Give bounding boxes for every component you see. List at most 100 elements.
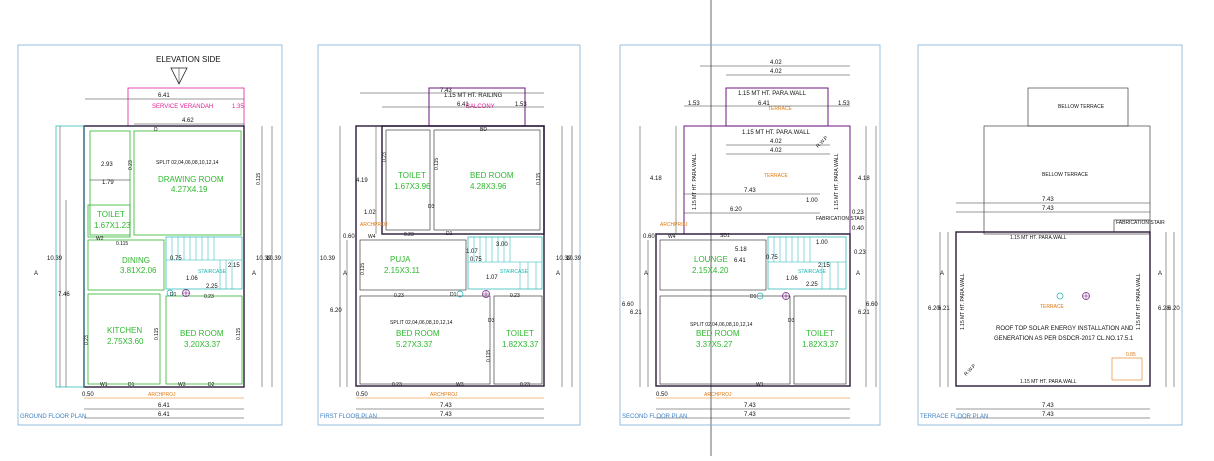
- svg-text:0.75: 0.75: [470, 257, 482, 263]
- svg-text:7.43: 7.43: [1042, 403, 1054, 409]
- svg-text:1.06: 1.06: [786, 276, 798, 282]
- svg-text:0.23: 0.23: [394, 293, 404, 299]
- svg-text:1.15 MT HT. PARA.WALL: 1.15 MT HT. PARA.WALL: [1136, 273, 1142, 330]
- svg-text:TERRACE: TERRACE: [1040, 304, 1065, 310]
- elevation-side-label: ELEVATION SIDE: [156, 55, 221, 64]
- svg-text:5.27X3.37: 5.27X3.37: [396, 340, 433, 349]
- svg-text:3.20X3.37: 3.20X3.37: [184, 340, 221, 349]
- terrace-outer-wall: [955, 231, 1151, 387]
- svg-text:7.43: 7.43: [440, 403, 452, 409]
- terrace-floor-title: TERRACE FLOOR PLAN: [920, 414, 988, 420]
- svg-text:10.39: 10.39: [47, 256, 63, 262]
- svg-text:2.75X3.60: 2.75X3.60: [107, 337, 144, 346]
- svg-text:1.15 MT HT. PARA.WALL: 1.15 MT HT. PARA.WALL: [1020, 379, 1077, 385]
- svg-text:1.35: 1.35: [232, 104, 244, 110]
- svg-text:7.43: 7.43: [440, 88, 452, 94]
- terrace-floor-panel[interactable]: BELLOW TERRACE BELLOW TERRACE 7.43 7.43 …: [917, 44, 1183, 426]
- svg-text:1.82X3.37: 1.82X3.37: [502, 340, 539, 349]
- verandah-label: SERVICE VERANDAH: [152, 104, 213, 110]
- svg-text:6.21: 6.21: [858, 310, 870, 316]
- svg-text:7.43: 7.43: [1042, 412, 1054, 418]
- svg-text:LOUNGE: LOUNGE: [694, 255, 728, 264]
- first-floor-panel[interactable]: BALCONY 1.15 MT HT. RAILING 6.41 1.53 7.…: [317, 44, 582, 426]
- svg-text:D1: D1: [128, 382, 135, 388]
- svg-text:SPLIT 02,04,06,08,10,12,14: SPLIT 02,04,06,08,10,12,14: [690, 322, 753, 328]
- svg-text:ARCHPROJ: ARCHPROJ: [704, 392, 732, 398]
- svg-text:D3: D3: [488, 318, 495, 324]
- svg-text:0.23: 0.23: [510, 293, 520, 299]
- svg-text:1.15 MT HT. RAILING: 1.15 MT HT. RAILING: [444, 93, 503, 99]
- svg-text:BED ROOM: BED ROOM: [180, 329, 224, 338]
- svg-text:0.115: 0.115: [434, 158, 440, 170]
- svg-text:2.25: 2.25: [206, 284, 218, 290]
- svg-text:1.15 MT HT. PARA.WALL: 1.15 MT HT. PARA.WALL: [738, 91, 807, 97]
- svg-text:6.28: 6.28: [1158, 306, 1170, 312]
- svg-text:1.00: 1.00: [816, 240, 828, 246]
- svg-text:STAIRCASE: STAIRCASE: [500, 269, 529, 275]
- svg-text:D1: D1: [446, 231, 453, 237]
- svg-text:BED ROOM: BED ROOM: [470, 171, 514, 180]
- terrace-frame: [917, 44, 1183, 426]
- svg-text:1.15 MT HT. PARA.WALL: 1.15 MT HT. PARA.WALL: [692, 153, 698, 210]
- svg-text:D1: D1: [170, 292, 177, 298]
- svg-text:1.53: 1.53: [688, 101, 700, 107]
- ground-floor-panel[interactable]: ELEVATION SIDE SERVICE VERANDAH 1.35 6.4…: [17, 44, 283, 426]
- svg-text:W4: W4: [668, 234, 676, 240]
- svg-text:A: A: [940, 271, 944, 277]
- svg-text:10.39: 10.39: [266, 256, 282, 262]
- svg-text:0.23: 0.23: [404, 232, 414, 238]
- svg-text:0.60: 0.60: [343, 234, 355, 240]
- svg-text:7.46: 7.46: [58, 292, 70, 298]
- svg-text:6.60: 6.60: [866, 302, 878, 308]
- svg-text:BELLOW TERRACE: BELLOW TERRACE: [1042, 172, 1089, 178]
- svg-text:0.23: 0.23: [204, 294, 214, 300]
- svg-text:D3: D3: [788, 318, 795, 324]
- svg-text:0.115: 0.115: [360, 263, 366, 275]
- svg-text:FABRICATION STAIR: FABRICATION STAIR: [1116, 220, 1165, 226]
- svg-text:0.23: 0.23: [128, 160, 134, 170]
- svg-text:0.75: 0.75: [766, 255, 778, 261]
- svg-text:4.27X4.19: 4.27X4.19: [171, 185, 208, 194]
- svg-text:1.06: 1.06: [186, 276, 198, 282]
- second-frame: [619, 44, 881, 426]
- second-outer-wall: [655, 233, 851, 387]
- svg-text:ARCHPROJ: ARCHPROJ: [148, 392, 176, 398]
- svg-text:0.50: 0.50: [356, 392, 368, 398]
- svg-text:TOILET: TOILET: [97, 210, 125, 219]
- svg-text:0.50: 0.50: [656, 392, 668, 398]
- svg-text:D3: D3: [428, 204, 435, 210]
- svg-text:TOILET: TOILET: [806, 329, 834, 338]
- svg-text:7.43: 7.43: [440, 412, 452, 418]
- first-floor-title: FIRST FLOOR PLAN: [320, 414, 377, 420]
- svg-text:6.41: 6.41: [734, 258, 746, 264]
- svg-text:BELLOW TERRACE: BELLOW TERRACE: [1058, 104, 1105, 110]
- svg-text:1.07: 1.07: [466, 249, 478, 255]
- svg-text:0.115: 0.115: [116, 241, 128, 247]
- svg-text:W2: W2: [96, 236, 104, 242]
- svg-text:A: A: [644, 271, 648, 277]
- svg-text:1.67X1.23: 1.67X1.23: [94, 221, 131, 230]
- svg-text:STAIRCASE: STAIRCASE: [198, 269, 227, 275]
- svg-text:6.41: 6.41: [158, 403, 170, 409]
- svg-text:4.18: 4.18: [858, 176, 870, 182]
- svg-text:1.02: 1.02: [364, 210, 376, 216]
- svg-text:4.02: 4.02: [770, 148, 782, 154]
- svg-text:4.62: 4.62: [182, 118, 194, 124]
- svg-text:10.39: 10.39: [256, 256, 272, 262]
- svg-text:SPLIT 02,04,06,08,10,12,14: SPLIT 02,04,06,08,10,12,14: [156, 160, 219, 166]
- svg-text:0.50: 0.50: [82, 392, 94, 398]
- svg-text:6.60: 6.60: [622, 302, 634, 308]
- second-floor-title: SECOND FLOOR PLAN: [622, 414, 687, 420]
- svg-text:1.15 MT HT. PARA.WALL: 1.15 MT HT. PARA.WALL: [1010, 235, 1067, 241]
- svg-text:SD1: SD1: [720, 233, 730, 239]
- svg-text:ARCHPROJ: ARCHPROJ: [660, 222, 688, 228]
- svg-text:10.39: 10.39: [566, 256, 582, 262]
- svg-text:1.07: 1.07: [486, 275, 498, 281]
- svg-text:R.W.P: R.W.P: [963, 363, 978, 378]
- second-floor-panel[interactable]: 4.02 4.02 1.15 MT HT. PARA.WALL TERRACE …: [619, 44, 881, 426]
- svg-text:GENERATION AS PER DSDCR-2017 C: GENERATION AS PER DSDCR-2017 CL.NO.17.5.…: [994, 336, 1134, 342]
- svg-text:2.25: 2.25: [806, 282, 818, 288]
- svg-text:4.02: 4.02: [770, 139, 782, 145]
